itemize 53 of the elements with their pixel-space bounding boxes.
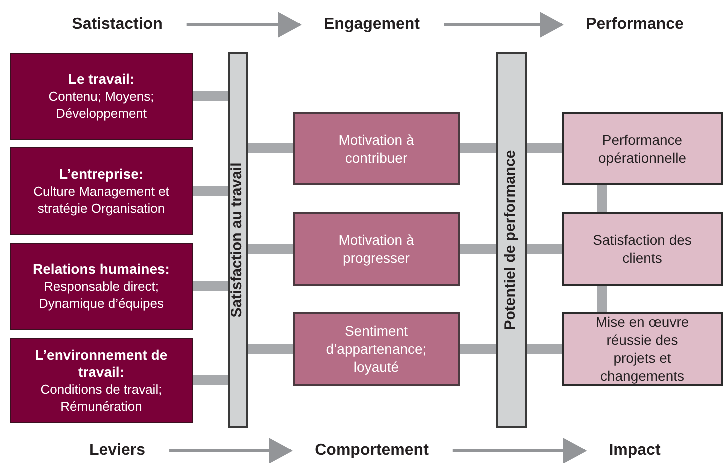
connector-bar bbox=[248, 144, 293, 154]
connector-bar bbox=[597, 185, 607, 212]
arrow bbox=[452, 438, 588, 463]
connector-bar bbox=[460, 344, 496, 354]
box-text: Conditions de travail; Rémunération bbox=[40, 380, 164, 414]
stage-label: Satistaction bbox=[48, 12, 187, 38]
box-text: Mise en œuvre réussie des projets et changements bbox=[594, 313, 690, 385]
box-heading: Le travail: bbox=[68, 71, 135, 88]
stage-label: Comportement bbox=[291, 438, 453, 463]
connector-bar bbox=[527, 344, 562, 354]
box-text: Culture Management et stratégie Organisation bbox=[32, 182, 170, 216]
connector-bar bbox=[193, 282, 228, 292]
connector-bar bbox=[597, 286, 607, 312]
box-heading: L’environnement de travail: bbox=[34, 346, 169, 380]
behavior-box bbox=[293, 212, 460, 286]
connector-bar bbox=[248, 244, 293, 254]
stage-label: Impact bbox=[585, 438, 685, 463]
impact-box bbox=[562, 312, 723, 386]
connector-bar bbox=[193, 92, 228, 102]
lever-box bbox=[10, 53, 193, 140]
box-text: Motivation à contribuer bbox=[338, 130, 416, 166]
box-text: Motivation à progresser bbox=[338, 231, 416, 267]
box-text: Responsable direct; Dynamique d’équipes bbox=[38, 278, 166, 312]
behavior-box bbox=[293, 112, 460, 185]
arrow bbox=[170, 438, 294, 463]
bar-label: Satisfaction au travail bbox=[228, 162, 247, 318]
connector-bar bbox=[193, 186, 228, 196]
box-text: Sentiment d’appartenance; loyauté bbox=[325, 322, 428, 376]
box-text: Performance opérationnelle bbox=[598, 130, 688, 166]
box-text: Contenu; Moyens; Développement bbox=[48, 88, 156, 122]
connector-bar bbox=[193, 376, 228, 386]
vertical-bar bbox=[228, 52, 248, 428]
lever-box bbox=[10, 147, 193, 235]
box-heading: L’entreprise: bbox=[59, 166, 144, 182]
connector-bar bbox=[248, 344, 293, 354]
behavior-box bbox=[293, 312, 460, 386]
box-heading: Relations humaines: bbox=[33, 261, 170, 278]
connector-bar bbox=[527, 244, 562, 254]
stage-label: Performance bbox=[562, 12, 708, 38]
arrow bbox=[186, 12, 302, 38]
bar-label: Potentiel de performance bbox=[501, 150, 520, 330]
vertical-bar bbox=[496, 52, 527, 428]
stage-label: Leviers bbox=[65, 438, 170, 463]
impact-box bbox=[562, 112, 723, 185]
connector-bar bbox=[460, 244, 496, 254]
impact-box bbox=[562, 212, 723, 286]
stage-label: Engagement bbox=[300, 12, 444, 38]
connector-bar bbox=[527, 144, 562, 154]
arrow bbox=[444, 12, 564, 38]
lever-box bbox=[10, 243, 193, 330]
connector-bar bbox=[460, 144, 496, 154]
lever-box bbox=[10, 338, 193, 423]
box-text: Satisfaction des clients bbox=[592, 231, 693, 267]
